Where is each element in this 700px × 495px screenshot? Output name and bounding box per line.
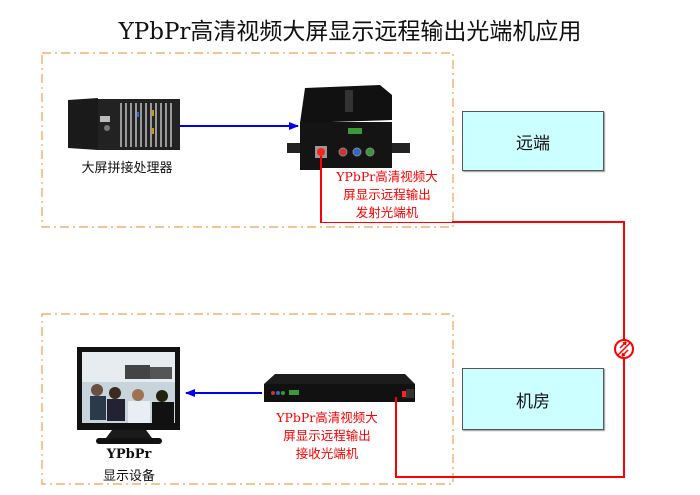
- site-box-remote: 远端: [462, 111, 604, 171]
- receiver-label: YPbPr高清视频大 屏显示远程输出 接收光端机: [262, 409, 392, 463]
- bottom-group-border: [41, 313, 454, 485]
- transmitter-label: YPbPr高清视频大 屏显示远程输出 发射光端机: [322, 168, 452, 222]
- transmitter-label-line3: 发射光端机: [355, 205, 419, 220]
- transmitter-device: [287, 85, 410, 170]
- receiver-label-line1: YPbPr高清视频大: [276, 410, 378, 425]
- site-label-machine-room: 机房: [516, 391, 550, 412]
- display-label-line2: 显示设备: [102, 469, 155, 484]
- top-group-border: [41, 52, 454, 228]
- transmitter-label-line1: YPbPr高清视频大: [336, 169, 438, 184]
- site-box-machine-room: 机房: [462, 368, 604, 430]
- fiber-transceiver-icon: [614, 339, 634, 359]
- diagram-title: YPbPr高清视频大屏显示远程输出光端机应用: [118, 19, 582, 45]
- receiver-label-line2: 屏显示远程输出: [283, 428, 371, 443]
- splicing-processor-device: [68, 98, 180, 150]
- receiver-device: [264, 374, 415, 402]
- display-label-line1: YPbPr: [106, 447, 152, 462]
- site-label-remote: 远端: [516, 133, 550, 154]
- receiver-label-line3: 接收光端机: [295, 446, 359, 461]
- processor-label: 大屏拼接处理器: [81, 161, 173, 176]
- transmitter-label-line2: 屏显示远程输出: [343, 187, 431, 202]
- display-monitor-device: [77, 347, 180, 444]
